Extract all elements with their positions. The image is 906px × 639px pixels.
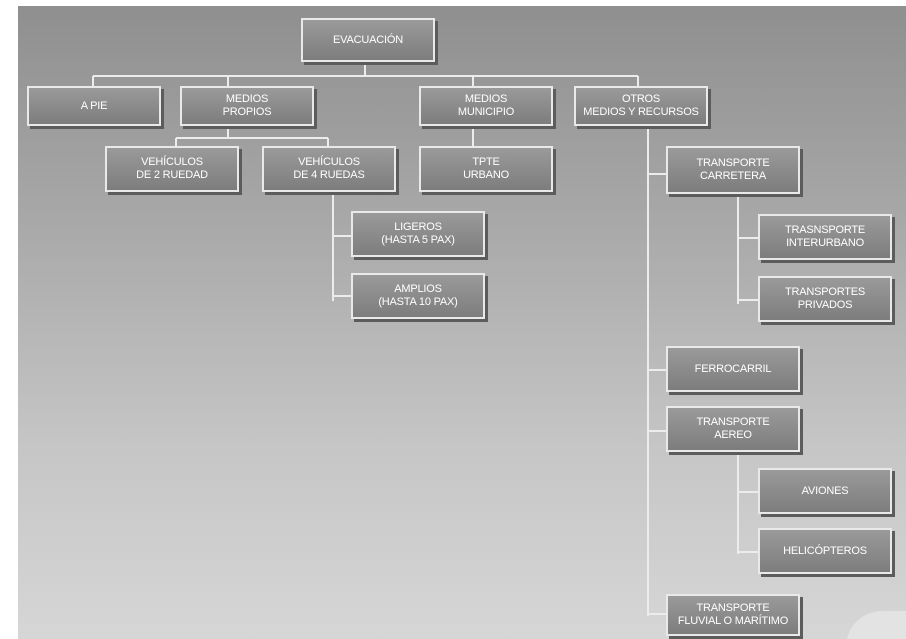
node-ferrocarril: FERROCARRIL [666,346,800,392]
node-a-pie: A PIE [27,86,161,126]
node-trasnsporte-interurbano: TRASNSPORTE INTERURBANO [758,214,892,260]
node-vehiculos-2-ruedas: VEHÍCULOS DE 2 RUEDAD [105,146,239,192]
diagram-canvas: EVACUACIÓN A PIE MEDIOS PROPIOS MEDIOS M… [18,6,906,639]
node-vehiculos-4-ruedas: VEHÍCULOS DE 4 RUEDAS [262,146,396,192]
node-ligeros: LIGEROS (HASTA 5 PAX) [351,211,485,257]
node-amplios: AMPLIOS (HASTA 10 PAX) [351,273,485,319]
node-helicopteros: HELICÓPTEROS [758,528,892,574]
node-aviones: AVIONES [758,468,892,514]
node-medios-municipio: MEDIOS MUNICIPIO [419,86,553,126]
node-medios-propios: MEDIOS PROPIOS [180,86,314,126]
connector-lines [92,64,760,616]
node-otros-medios: OTROS MEDIOS Y RECURSOS [574,86,708,126]
node-transportes-privados: TRANSPORTES PRIVADOS [758,276,892,322]
node-transporte-fluvial-maritimo: TRANSPORTE FLUVIAL O MARÍTIMO [666,594,800,636]
node-evacuacion: EVACUACIÓN [301,18,435,62]
node-transporte-carretera: TRANSPORTE CARRETERA [666,146,800,194]
node-tpte-urbano: TPTE URBANO [419,146,553,192]
node-transporte-aereo: TRANSPORTE AEREO [666,406,800,452]
